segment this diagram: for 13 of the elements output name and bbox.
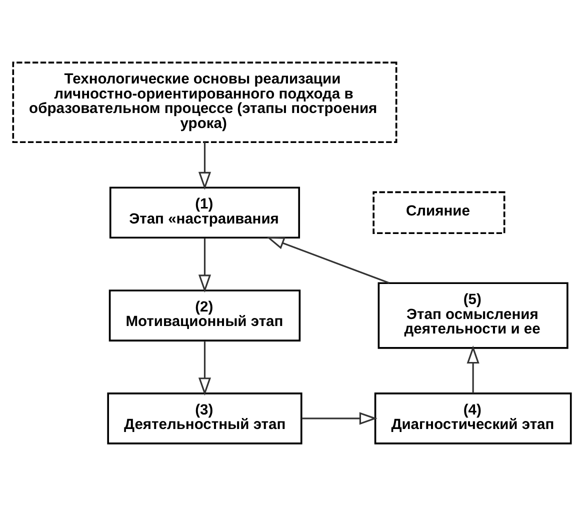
arrow — [198, 142, 212, 190]
node-box: (4) Диагностический этап — [374, 392, 572, 444]
node-box: (1) Этап «настраивания — [109, 186, 300, 238]
arrow — [302, 412, 378, 424]
node-box: (2) Мотивационный этап — [108, 289, 301, 341]
arrow — [198, 340, 212, 396]
arrow — [466, 345, 480, 393]
node-box: (5) Этап осмысления деятельности и ее — [378, 282, 568, 348]
node-box: Технологические основы реализации личностно-ориентированного подхода в образовательном процессе (этапы построения урока) — [12, 61, 398, 143]
node-box: (3) Деятельностный этап — [107, 392, 302, 444]
arrow — [266, 236, 390, 284]
node-box: Слияние — [372, 190, 506, 234]
arrow — [198, 238, 212, 292]
